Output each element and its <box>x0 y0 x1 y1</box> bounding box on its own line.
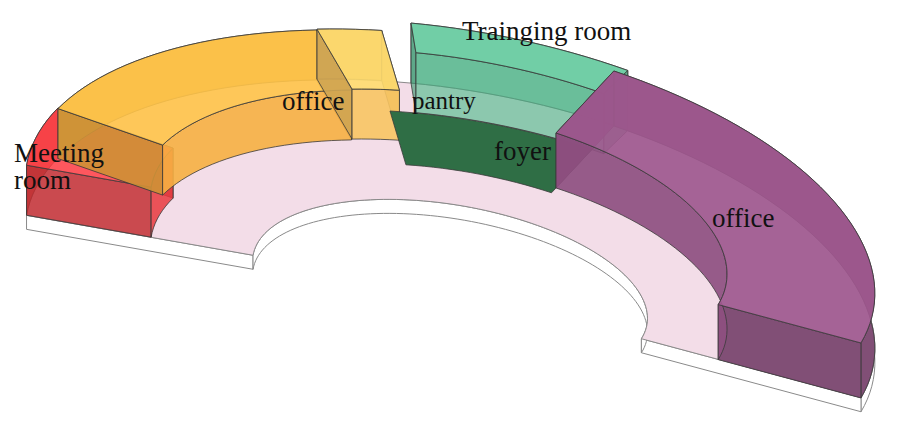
zone-face <box>317 29 399 90</box>
zone-mass <box>556 71 875 398</box>
zone-label: Meeting room <box>14 140 122 194</box>
zone-label: Trainging room <box>462 18 631 45</box>
zone-label: pantry <box>412 88 476 113</box>
zone-label: foyer <box>494 138 551 165</box>
zone-face <box>58 30 352 145</box>
zone-block: office <box>58 30 352 195</box>
zone-label: office <box>712 205 774 232</box>
zone-label: office <box>282 88 344 115</box>
zone-face <box>556 71 875 343</box>
zone-block: office <box>556 71 875 398</box>
